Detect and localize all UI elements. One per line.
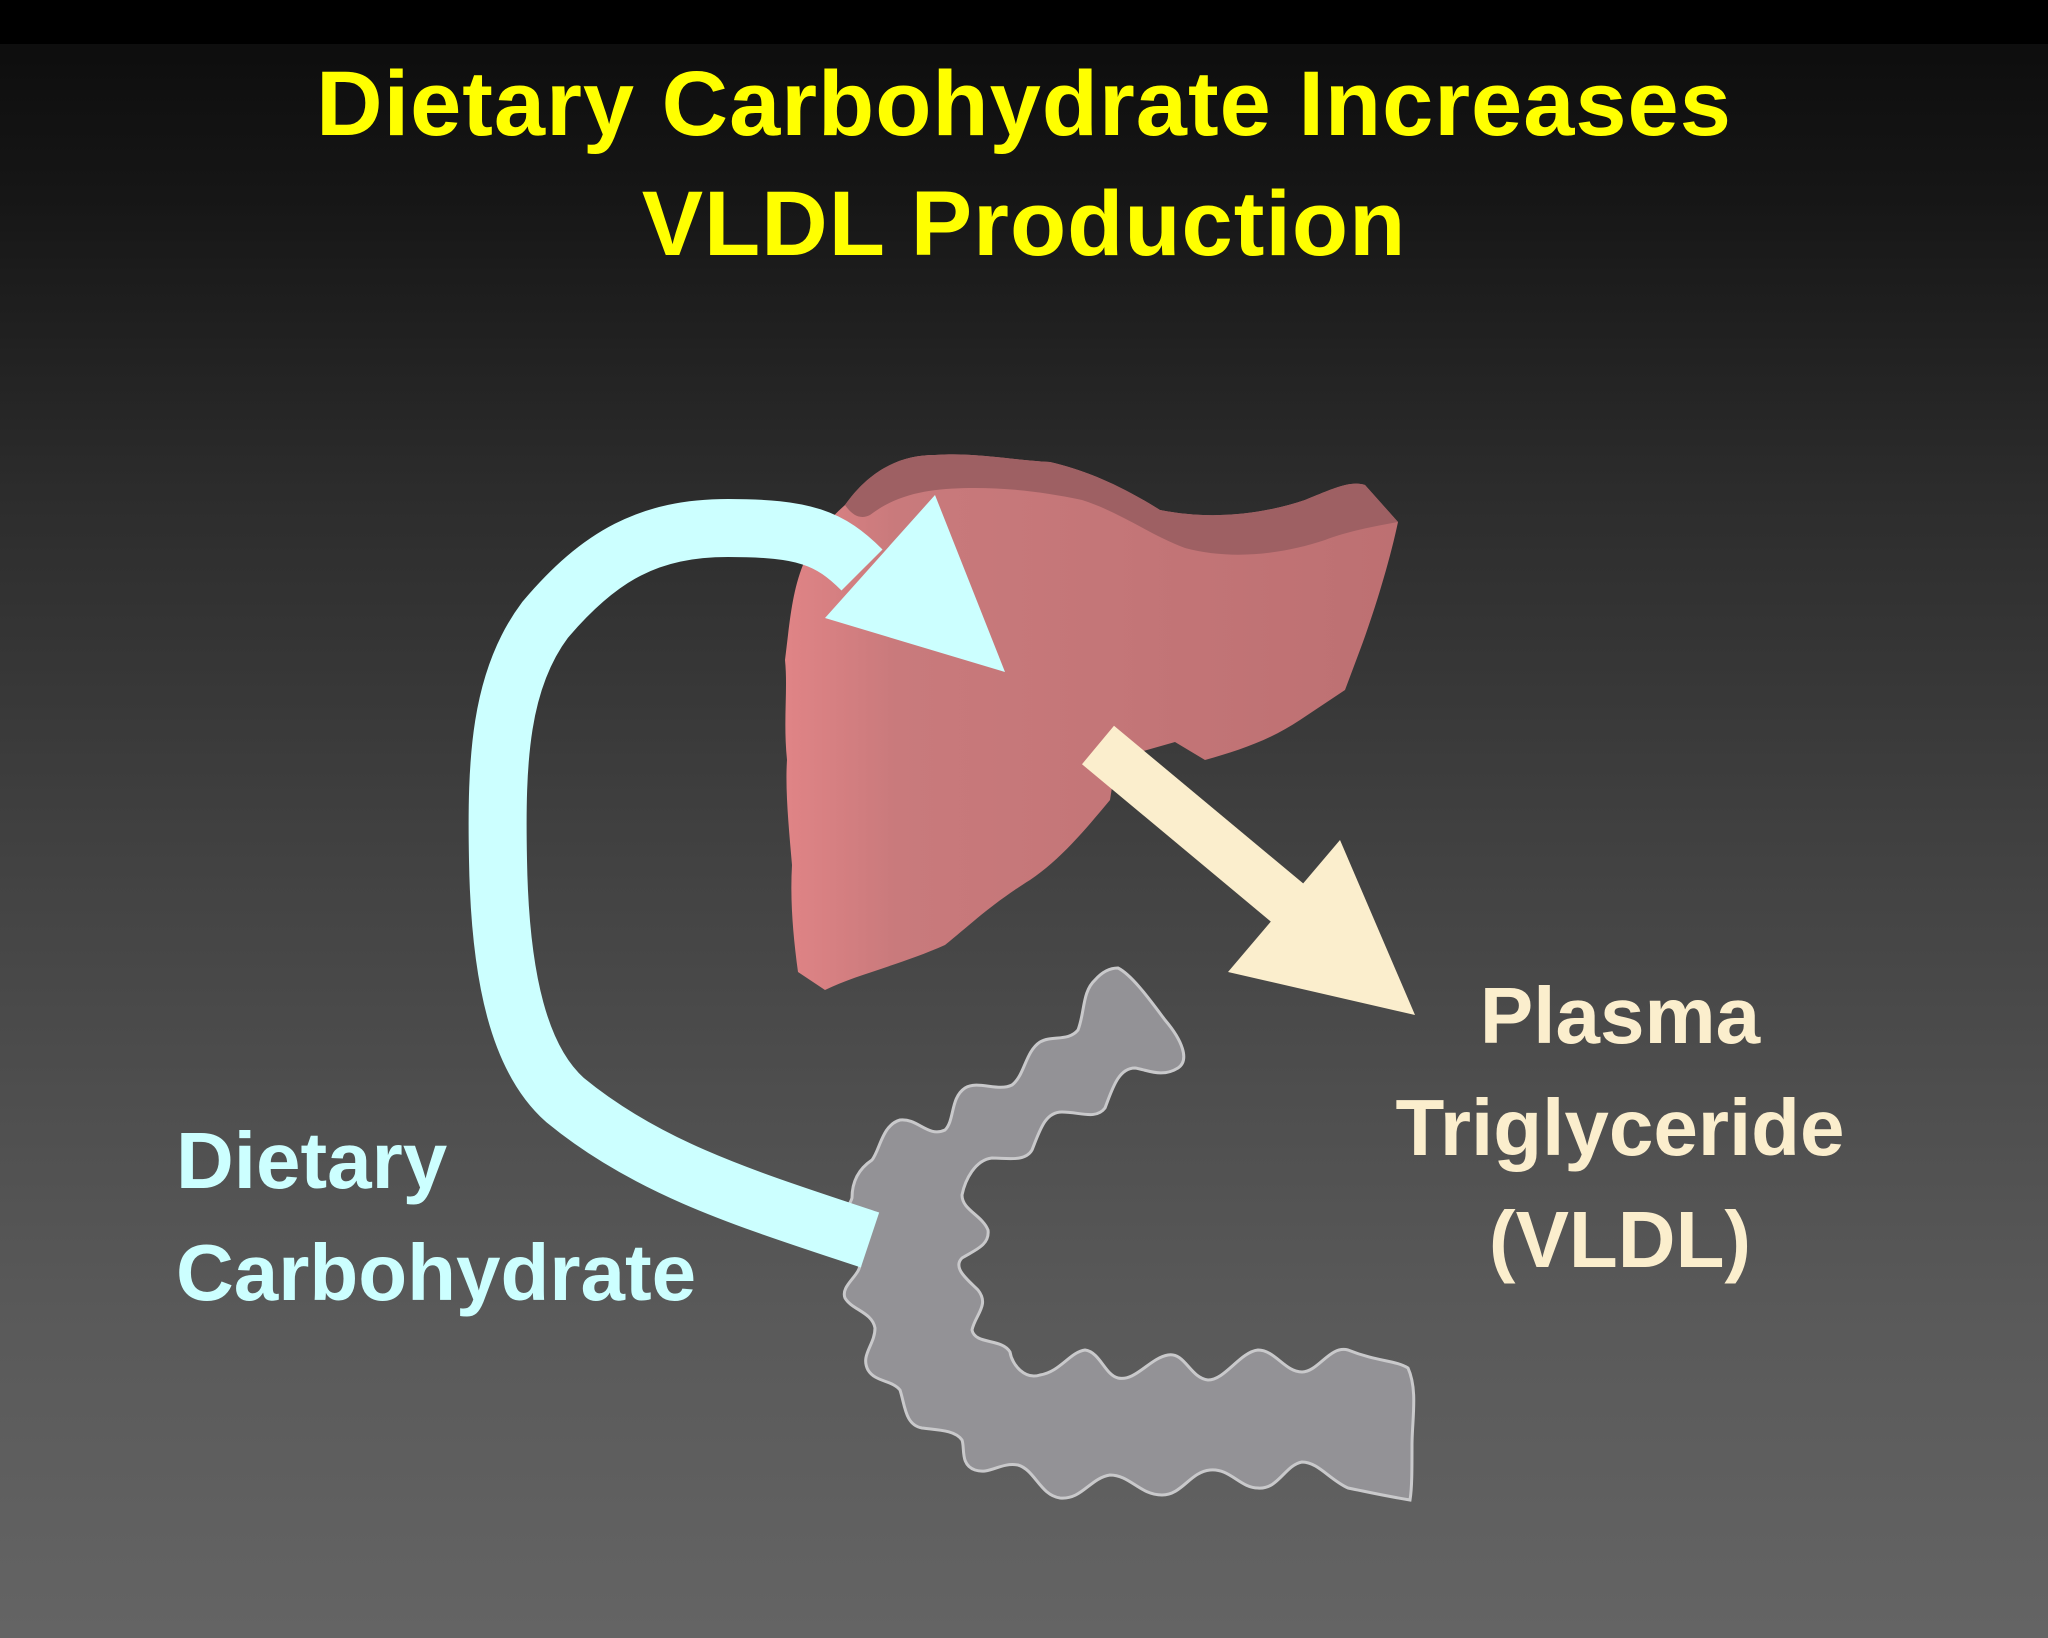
carbohydrate-arrow-shaft: [468, 498, 883, 1268]
carbohydrate-arrow-head: [825, 495, 1005, 672]
slide-title-line-1: Dietary Carbohydrate Increases: [316, 53, 1732, 155]
plasma-triglyceride-label-line-1: Plasma: [1479, 971, 1761, 1060]
plasma-triglyceride-label: Plasma Triglyceride (VLDL): [1360, 960, 1880, 1296]
carbohydrate-uptake-arrow: [468, 495, 1005, 1268]
dietary-carbohydrate-label-line-1: Dietary: [176, 1116, 448, 1205]
intestine-body: [828, 966, 1416, 1502]
dietary-carbohydrate-label: Dietary Carbohydrate: [176, 1105, 696, 1329]
dietary-carbohydrate-label-line-2: Carbohydrate: [176, 1228, 697, 1317]
slide-title: Dietary Carbohydrate Increases VLDL Prod…: [0, 44, 2048, 284]
liver-top-edge: [845, 454, 1398, 555]
slide-title-line-2: VLDL Production: [641, 173, 1407, 275]
plasma-triglyceride-label-line-3: (VLDL): [1488, 1195, 1752, 1284]
vldl-arrow-shaft: [1081, 725, 1307, 925]
top-bar: [0, 0, 2048, 44]
vldl-output-arrow: [1081, 725, 1415, 1015]
plasma-triglyceride-label-line-2: Triglyceride: [1395, 1083, 1845, 1172]
intestine-icon: [828, 966, 1416, 1502]
vldl-arrow-head: [1228, 840, 1415, 1015]
